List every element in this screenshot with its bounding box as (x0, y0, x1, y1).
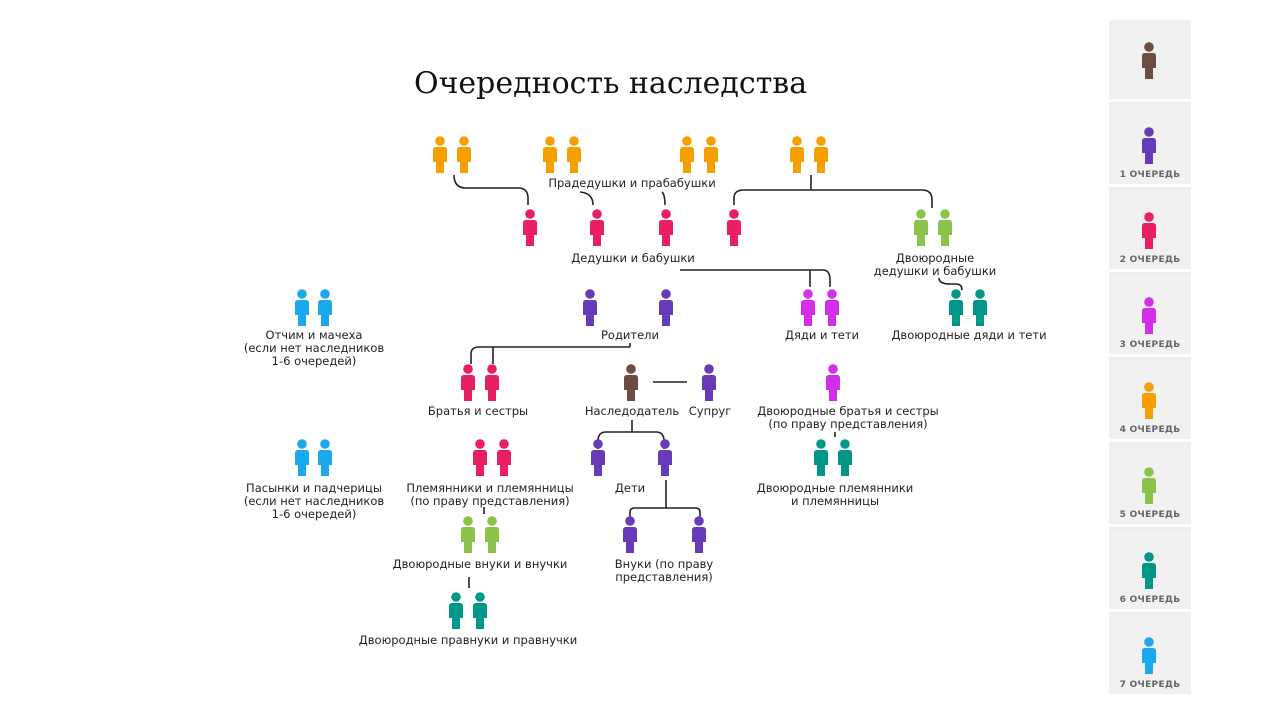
label-grandchildren: Внуки (по праву представления) (614, 557, 714, 584)
person-icon (473, 592, 487, 629)
person-icon (814, 439, 828, 476)
legend-item-q7: 7 ОЧЕРЕДЬ (1109, 615, 1191, 697)
person-icon (814, 136, 828, 173)
label-grandparents: Дедушки и бабушки (571, 251, 695, 265)
person-icon (790, 136, 804, 173)
label-uncles-aunts: Дяди и тети (784, 328, 860, 342)
person-icon (658, 439, 672, 476)
person-icon (623, 516, 637, 553)
person-icon (973, 289, 987, 326)
person-icon (318, 289, 332, 326)
person-icon (1142, 297, 1156, 334)
person-icon (461, 516, 475, 553)
person-icon (659, 289, 673, 326)
connector-line (470, 346, 630, 364)
person-icon (702, 364, 716, 401)
person-icon (659, 209, 673, 246)
person-icon (295, 289, 309, 326)
connector-line (661, 191, 666, 206)
legend-label: 7 ОЧЕРЕДЬ (1119, 680, 1181, 690)
person-icon (1142, 467, 1156, 504)
label-cousin-great-grandchildren: Двоюродные правнуки и правнучки (358, 633, 578, 647)
legend-item-q6: 6 ОЧЕРЕДЬ (1109, 530, 1191, 612)
connector-line (733, 189, 933, 208)
person-icon (473, 439, 487, 476)
person-icon (497, 439, 511, 476)
person-icon (1142, 212, 1156, 249)
connector-line (938, 277, 963, 291)
person-icon (295, 439, 309, 476)
legend-label: 6 ОЧЕРЕДЬ (1119, 595, 1181, 605)
person-icon (583, 289, 597, 326)
label-stepparents: Отчим и мачеха (если нет наследников 1-6… (243, 328, 385, 368)
person-icon (485, 516, 499, 553)
person-icon (485, 364, 499, 401)
person-icon (838, 439, 852, 476)
label-cousin-uncles-aunts: Двоюродные дяди и тети (891, 328, 1047, 342)
connector-line (680, 269, 831, 287)
legend-label: 4 ОЧЕРЕДЬ (1119, 425, 1181, 435)
person-icon (949, 289, 963, 326)
person-icon (825, 289, 839, 326)
connector-line (453, 174, 529, 205)
legend-item-q5: 5 ОЧЕРЕДЬ (1109, 445, 1191, 527)
person-icon (318, 439, 332, 476)
label-cousins: Двоюродные братья и сестры (по праву пре… (757, 404, 939, 431)
connector-line (597, 431, 665, 449)
label-cousin-grandparents: Двоюродные дедушки и бабушки (873, 251, 997, 278)
label-children: Дети (614, 481, 646, 495)
legend-item-testator (1109, 20, 1191, 102)
person-icon (938, 209, 952, 246)
legend-label: 5 ОЧЕРЕДЬ (1119, 510, 1181, 520)
label-siblings: Братья и сестры (427, 404, 529, 418)
legend-item-q3: 3 ОЧЕРЕДЬ (1109, 275, 1191, 357)
person-icon (590, 209, 604, 246)
person-icon (826, 364, 840, 401)
person-icon (567, 136, 581, 173)
person-icon (680, 136, 694, 173)
person-icon (433, 136, 447, 173)
person-icon (449, 592, 463, 629)
legend-item-q1: 1 ОЧЕРЕДЬ (1109, 105, 1191, 187)
person-icon (727, 209, 741, 246)
inheritance-tree (295, 136, 987, 629)
label-stepchildren: Пасынки и падчерицы (если нет наследнико… (243, 481, 385, 521)
person-icon (692, 516, 706, 553)
label-cousin-nephews: Двоюродные племянники и племянницы (756, 481, 914, 508)
legend-label: 3 ОЧЕРЕДЬ (1119, 340, 1181, 350)
person-icon (1142, 42, 1156, 79)
person-icon (1142, 637, 1156, 674)
person-icon (543, 136, 557, 173)
person-icon (624, 364, 638, 401)
person-icon (591, 439, 605, 476)
connector-line (579, 191, 594, 206)
label-cousin-grandchildren: Двоюродные внуки и внучки (392, 557, 568, 571)
connector-line (629, 507, 701, 517)
legend-item-q4: 4 ОЧЕРЕДЬ (1109, 360, 1191, 442)
label-parents: Родители (601, 328, 659, 342)
label-testator: Наследодатель (584, 404, 680, 418)
person-icon (461, 364, 475, 401)
label-nephews: Племянники и племянницы (по праву предст… (406, 481, 574, 508)
person-icon (1142, 552, 1156, 589)
label-great-grandparents: Прадедушки и прабабушки (548, 176, 716, 190)
queue-legend: 1 ОЧЕРЕДЬ 2 ОЧЕРЕДЬ 3 ОЧЕРЕДЬ 4 ОЧЕРЕДЬ 5 ОЧ… (1109, 20, 1191, 697)
person-icon (1142, 382, 1156, 419)
person-icon (457, 136, 471, 173)
person-icon (801, 289, 815, 326)
legend-label: 1 ОЧЕРЕДЬ (1119, 170, 1181, 180)
person-icon (704, 136, 718, 173)
label-spouse: Супруг (688, 404, 732, 418)
legend-item-q2: 2 ОЧЕРЕДЬ (1109, 190, 1191, 272)
person-icon (523, 209, 537, 246)
person-icon (914, 209, 928, 246)
person-icon (1142, 127, 1156, 164)
page-title: Очередность наследства (414, 66, 808, 101)
legend-label: 2 ОЧЕРЕДЬ (1119, 255, 1181, 265)
